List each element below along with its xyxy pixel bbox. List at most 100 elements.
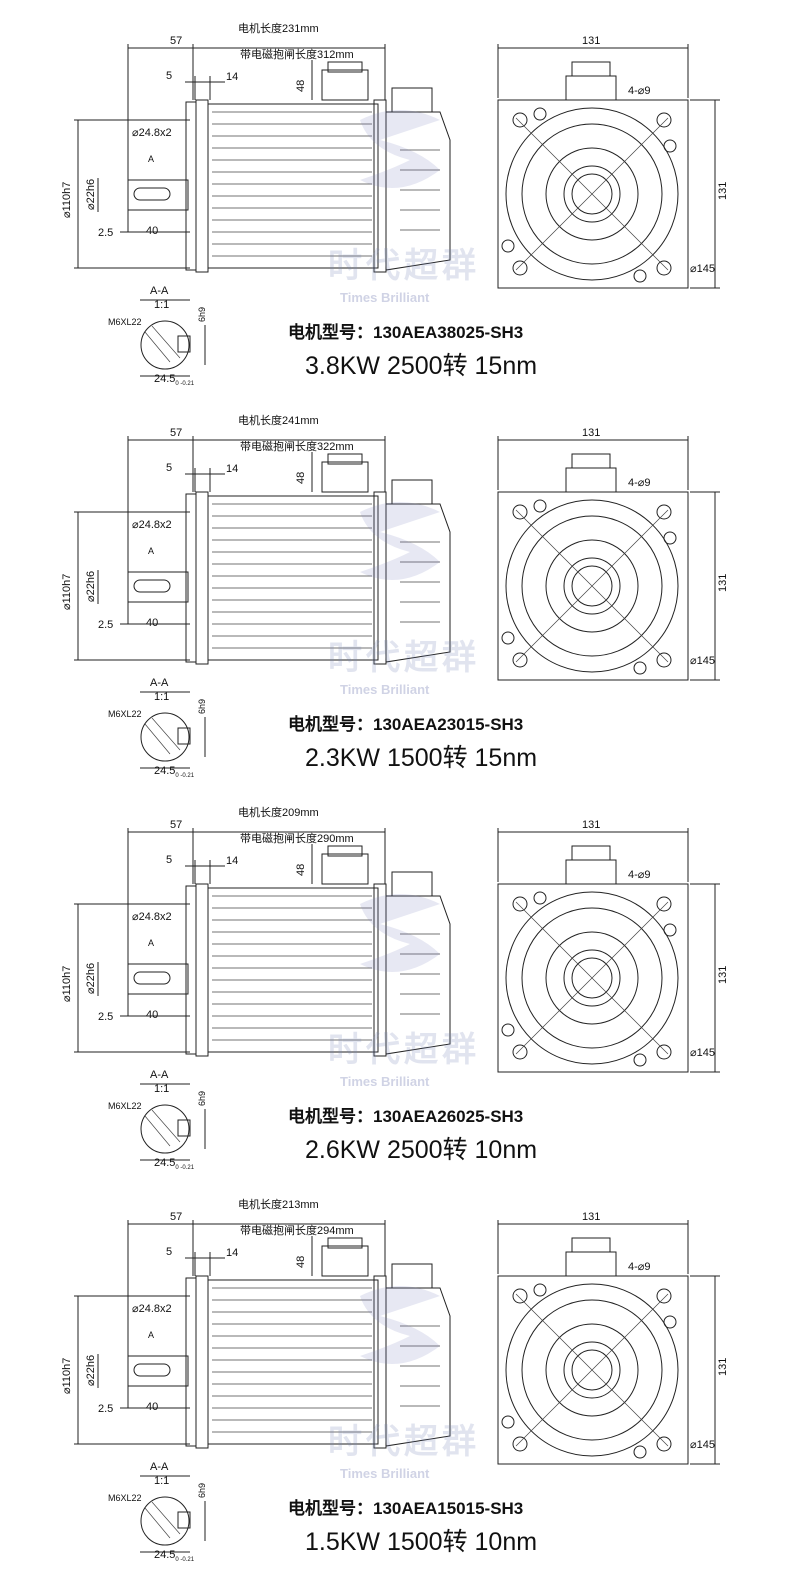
watermark-logo-icon — [350, 1276, 450, 1391]
watermark-en: Times Brilliant — [340, 1466, 430, 1481]
motor-model: 电机型号：130AEA23015-SH3 — [288, 715, 524, 734]
dim-24-8: ⌀24.8x2 — [132, 519, 172, 531]
dim-145: ⌀145 — [690, 263, 715, 275]
motor-spec: 2.3KW 1500转 15nm — [305, 744, 538, 772]
watermark-cn: 时代超群 — [328, 1031, 480, 1069]
dim-24-5: 24.50 -0.21 — [154, 373, 195, 388]
watermark-logo-icon — [350, 100, 450, 215]
dim-57: 57 — [170, 427, 183, 439]
motor-model: 电机型号：130AEA15015-SH3 — [288, 1499, 524, 1518]
dim-48: 48 — [295, 79, 307, 92]
dim-24-5-value: 24.5 — [154, 1157, 176, 1169]
dim-110h7: ⌀110h7 — [61, 573, 73, 610]
dim-6h9: 6h9 — [197, 1090, 207, 1106]
motor-length-label: 电机长度241mm — [238, 415, 319, 427]
dim-24-5-tolerance: 0 -0.21 — [175, 1165, 195, 1172]
dim-24-5-value: 24.5 — [154, 1549, 176, 1561]
dim-48: 48 — [295, 471, 307, 484]
dim-40: 40 — [146, 617, 159, 629]
dim-131-side: 131 — [717, 573, 729, 592]
section-mark-a: A — [148, 154, 155, 164]
dim-5: 5 — [166, 854, 173, 866]
watermark-cn: 时代超群 — [328, 1423, 480, 1461]
dim-22h6: ⌀22h6 — [85, 1354, 97, 1386]
dim-24-8: ⌀24.8x2 — [132, 1303, 172, 1315]
section-mark-a: A — [148, 546, 155, 556]
motor-line-drawing — [74, 436, 720, 769]
dim-40: 40 — [146, 225, 159, 237]
dim-2-5: 2.5 — [98, 1403, 114, 1415]
dim-110h7: ⌀110h7 — [61, 1357, 73, 1394]
section-scale: 1:1 — [154, 1475, 170, 1487]
motor-model: 电机型号：130AEA38025-SH3 — [288, 323, 524, 342]
dim-6h9: 6h9 — [197, 1482, 207, 1498]
motor-line-drawing — [74, 828, 720, 1161]
dim-22h6: ⌀22h6 — [85, 178, 97, 210]
dim-24-5-value: 24.5 — [154, 373, 176, 385]
dim-5: 5 — [166, 70, 173, 82]
motor-drawing-panel-4: 时代超群 Times Brilliant 电机长度213mm 带电磁抱闸长度29… — [0, 1176, 800, 1568]
dim-40: 40 — [146, 1401, 159, 1413]
dim-4-9: 4-⌀9 — [628, 477, 651, 489]
section-scale: 1:1 — [154, 691, 170, 703]
dim-24-8: ⌀24.8x2 — [132, 911, 172, 923]
section-scale: 1:1 — [154, 299, 170, 311]
dim-m6xl22: M6XL22 — [108, 1101, 142, 1111]
dim-24-5: 24.50 -0.21 — [154, 1157, 195, 1172]
dim-57: 57 — [170, 35, 183, 47]
dim-24-8: ⌀24.8x2 — [132, 127, 172, 139]
dim-57: 57 — [170, 819, 183, 831]
motor-length-label: 电机长度209mm — [238, 807, 319, 819]
dim-6h9: 6h9 — [197, 698, 207, 714]
dim-5: 5 — [166, 462, 173, 474]
watermark-logo-icon — [350, 492, 450, 607]
dim-14: 14 — [226, 71, 239, 83]
dim-2-5: 2.5 — [98, 227, 114, 239]
dim-4-9: 4-⌀9 — [628, 869, 651, 881]
section-mark-a: A — [148, 1330, 155, 1340]
motor-spec: 2.6KW 2500转 10nm — [305, 1136, 538, 1164]
dim-131-top: 131 — [582, 427, 601, 439]
dim-24-5-tolerance: 0 -0.21 — [175, 1557, 195, 1564]
dim-131-side: 131 — [717, 181, 729, 200]
section-mark-a: A — [148, 938, 155, 948]
dim-145: ⌀145 — [690, 655, 715, 667]
motor-model: 电机型号：130AEA26025-SH3 — [288, 1107, 524, 1126]
dim-24-5: 24.50 -0.21 — [154, 765, 194, 780]
section-aa-label: A-A — [150, 1461, 169, 1473]
dim-4-9: 4-⌀9 — [628, 1261, 651, 1273]
motor-spec: 3.8KW 2500转 15nm — [305, 352, 538, 380]
dim-m6xl22: M6XL22 — [108, 317, 142, 327]
dim-5: 5 — [166, 1246, 173, 1258]
dim-40: 40 — [146, 1009, 159, 1021]
motor-drawing-panel-2: 时代超群 Times Brilliant 电机长度241mm 带电磁抱闸长度32… — [0, 392, 800, 784]
dim-14: 14 — [226, 1247, 239, 1259]
section-aa-label: A-A — [150, 285, 169, 297]
dim-4-9: 4-⌀9 — [628, 85, 651, 97]
dim-110h7: ⌀110h7 — [61, 965, 73, 1002]
motor-length-label: 电机长度213mm — [238, 1199, 319, 1211]
dim-14: 14 — [226, 463, 239, 475]
dim-m6xl22: M6XL22 — [108, 1493, 142, 1503]
dim-22h6: ⌀22h6 — [85, 570, 97, 602]
section-aa-label: A-A — [150, 1069, 169, 1081]
watermark-cn: 时代超群 — [328, 639, 480, 677]
section-scale: 1:1 — [154, 1083, 170, 1095]
watermark-en: Times Brilliant — [340, 682, 430, 697]
dim-2-5: 2.5 — [98, 1011, 114, 1023]
brake-length-label: 带电磁抱闸长度290mm — [240, 833, 354, 845]
brake-length-label: 带电磁抱闸长度322mm — [240, 441, 354, 453]
dim-131-top: 131 — [582, 1211, 601, 1223]
dim-57: 57 — [170, 1211, 183, 1223]
dim-24-5-value: 24.5 — [154, 765, 176, 777]
dim-m6xl22: M6XL22 — [108, 709, 142, 719]
motor-length-label: 电机长度231mm — [238, 23, 319, 35]
dim-131-top: 131 — [582, 819, 601, 831]
dim-14: 14 — [226, 855, 239, 867]
dim-145: ⌀145 — [690, 1439, 715, 1451]
dim-24-5-tolerance: 0 -0.21 — [175, 381, 195, 388]
dim-24-5: 24.50 -0.21 — [154, 1549, 195, 1564]
dim-22h6: ⌀22h6 — [85, 962, 97, 994]
watermark-en: Times Brilliant — [340, 290, 430, 305]
motor-spec: 1.5KW 1500转 10nm — [305, 1528, 538, 1556]
